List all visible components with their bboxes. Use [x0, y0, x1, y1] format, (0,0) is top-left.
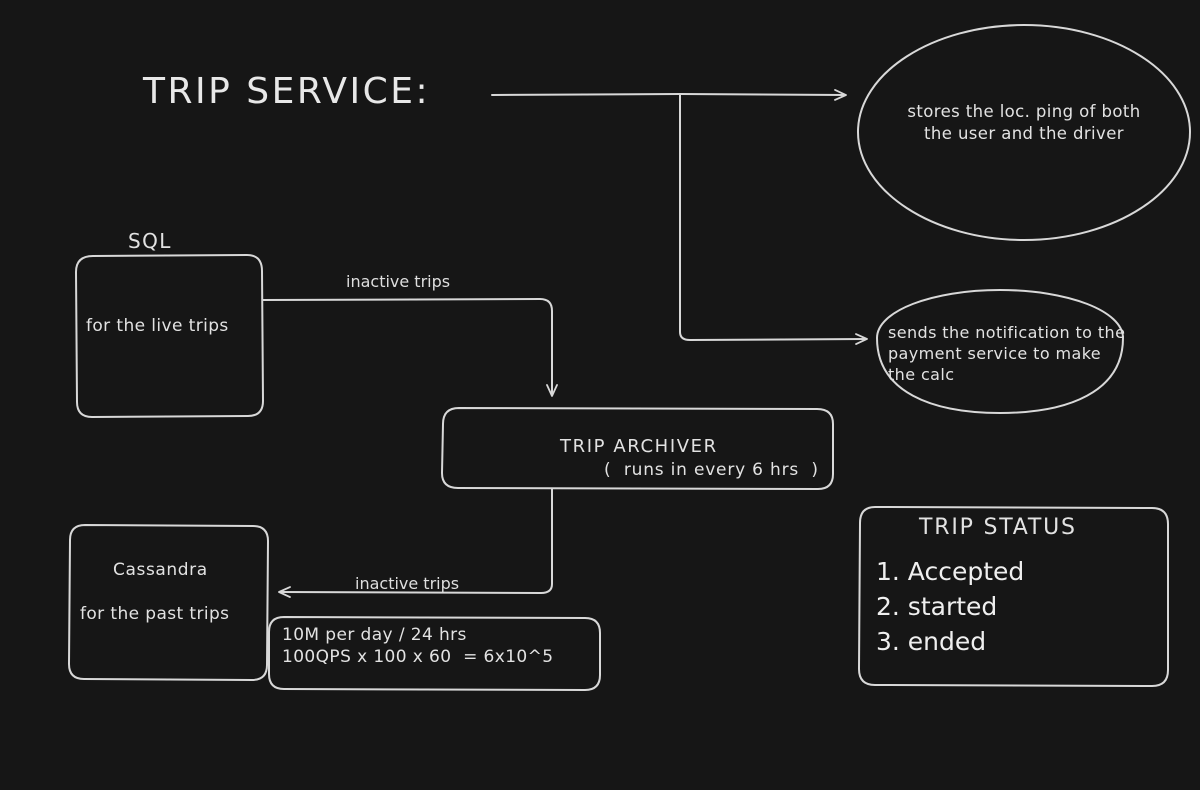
ellipse-notify-label: sends the notification to the payment se…: [888, 323, 1126, 385]
edge-label-sql-to-archiver: inactive trips: [346, 272, 451, 291]
calc-note-line-1: 10M per day / 24 hrs: [282, 625, 467, 645]
trip-status-title: TRIP STATUS: [919, 515, 1077, 540]
connector-sql-to-archiver: [262, 298, 558, 397]
archiver-node-subtitle: ( runs in every 6 hrs ): [604, 460, 819, 480]
ellipse-store-label: stores the loc. ping of both the user an…: [907, 102, 1141, 143]
sql-node-body: for the live trips: [86, 316, 229, 336]
archiver-node-title: TRIP ARCHIVER: [560, 436, 718, 457]
sql-node-label: SQL: [128, 229, 172, 253]
cassandra-node-title: Cassandra: [113, 560, 208, 580]
trip-status-item: 1. Accepted: [876, 557, 1025, 586]
connector-title-to-store: [491, 89, 847, 101]
page-title: TRIP SERVICE:: [143, 71, 431, 112]
connector-title-to-notify: [679, 94, 868, 345]
edge-label-archiver-to-cassandra: inactive trips: [355, 574, 460, 593]
calc-note-line-2: 100QPS x 100 x 60 = 6x10^5: [282, 647, 554, 667]
trip-status-item: 2. started: [876, 592, 998, 621]
trip-status-item: 3. ended: [876, 627, 987, 656]
cassandra-node-body: for the past trips: [80, 604, 230, 624]
